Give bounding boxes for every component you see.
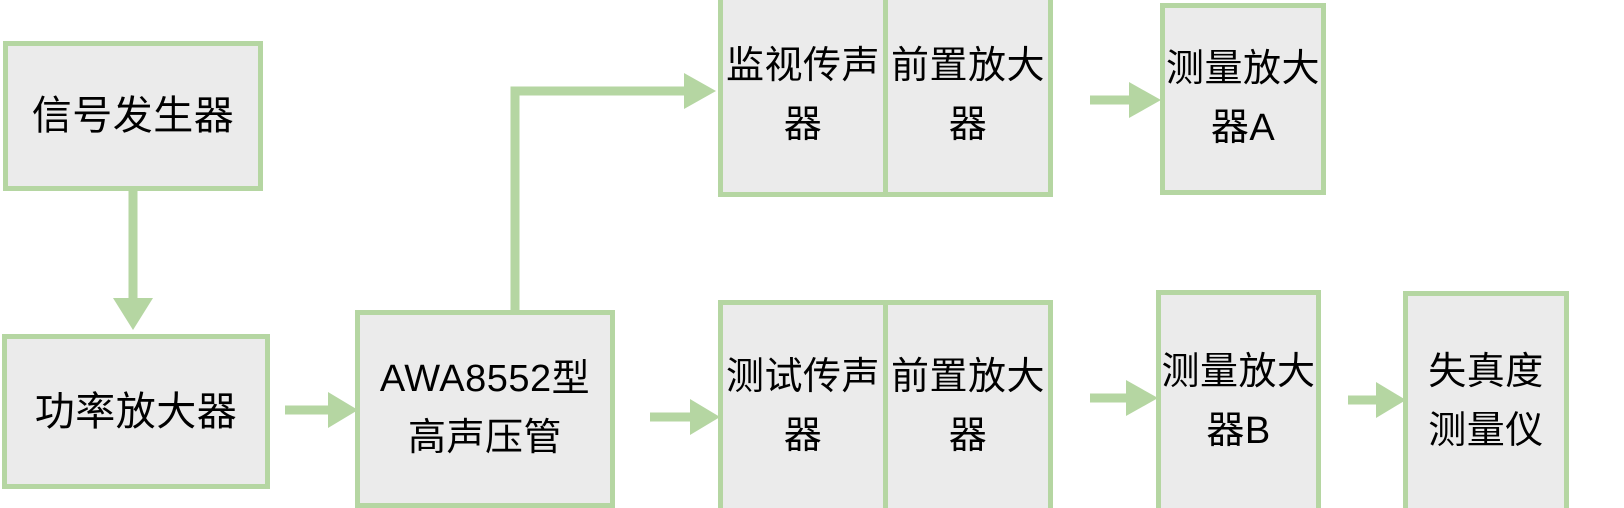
node-label: 监视传声器 <box>725 45 880 146</box>
node-power-amplifier[interactable]: 功率放大器 <box>2 334 270 489</box>
node-signal-generator[interactable]: 信号发生器 <box>3 41 263 191</box>
arrowhead-tube-to-test <box>690 399 720 435</box>
node-label: 测量放大器A <box>1165 48 1320 149</box>
arrowhead-preampB-to-ampB <box>1126 380 1158 416</box>
node-distortion-meter[interactable]: 失真度 测量仪 <box>1403 291 1569 508</box>
node-preamplifier-top[interactable]: 前置放大器 <box>883 0 1053 197</box>
node-label: 功率放大器 <box>34 389 238 434</box>
node-label-line-2: 测量仪 <box>1428 410 1544 452</box>
node-test-microphone[interactable]: 测试传声器 <box>718 300 888 508</box>
node-monitor-microphone[interactable]: 监视传声器 <box>718 0 888 197</box>
node-label: 前置放大器 <box>890 45 1045 146</box>
node-label-line-2: 高声压管 <box>407 417 562 459</box>
node-preamplifier-bottom[interactable]: 前置放大器 <box>883 300 1053 508</box>
node-label: 测试传声器 <box>725 355 880 457</box>
node-measuring-amplifier-a[interactable]: 测量放大器A <box>1160 3 1326 195</box>
arrowhead-tube-to-monitor <box>684 73 716 109</box>
node-label: 信号发生器 <box>31 94 235 138</box>
node-label-line-1: AWA8552型 <box>379 358 591 401</box>
node-label-line-1: 失真度 <box>1428 351 1544 394</box>
arrowhead-preampA-to-ampA <box>1129 82 1161 118</box>
arrowhead-power-to-tube <box>328 392 358 428</box>
node-awa8552-tube[interactable]: AWA8552型 高声压管 <box>355 310 615 508</box>
arrowhead-ampB-to-distortion <box>1376 382 1406 418</box>
arrowhead-signal-to-power <box>113 298 153 330</box>
node-label: 测量放大器B <box>1161 350 1316 452</box>
connector-tube-to-monitor-line <box>510 86 686 310</box>
node-label: 前置放大器 <box>890 355 1045 457</box>
node-measuring-amplifier-b[interactable]: 测量放大器B <box>1156 290 1321 508</box>
